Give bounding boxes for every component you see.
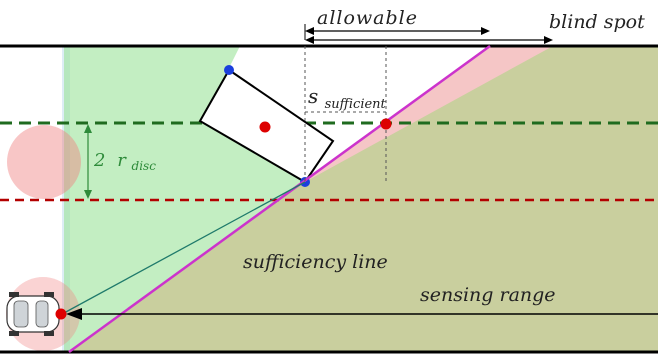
s-main: s — [308, 84, 318, 108]
rdisc-subscript: disc — [132, 159, 157, 173]
ego-point — [55, 308, 67, 320]
allowable-arrowhead-right — [481, 27, 490, 35]
allowable-label: allowable — [317, 7, 418, 29]
s-sufficient-label: s sufficient — [308, 84, 387, 112]
blind-spot-region — [305, 46, 553, 182]
rdisc-coef: 2 — [93, 150, 105, 171]
sight-line — [63, 181, 306, 314]
sufficient-point — [380, 118, 392, 130]
blind-spot-arrowhead-right — [544, 36, 553, 44]
allowable-arrowhead-left — [305, 27, 314, 35]
s-subscript: sufficient — [325, 97, 387, 112]
rdisc-main: r — [117, 150, 127, 171]
sufficiency-line — [68, 44, 491, 354]
sensing-range-arrowhead — [66, 308, 82, 320]
vehicle-corner-top — [224, 65, 234, 75]
sufficiency-line-label: sufficiency line — [243, 251, 388, 273]
other-vehicle-center — [259, 121, 271, 133]
rdisc-label: 2 r disc — [93, 150, 156, 173]
sensing-range-label: sensing range — [420, 284, 556, 306]
disc-left — [7, 125, 81, 199]
ego-car — [6, 292, 60, 336]
blind-spot-label: blind spot — [549, 11, 645, 33]
blind-spot-arrowhead-left — [305, 36, 314, 44]
rdisc-arrowhead-bottom — [84, 190, 92, 199]
rdisc-arrowhead-top — [84, 124, 92, 133]
